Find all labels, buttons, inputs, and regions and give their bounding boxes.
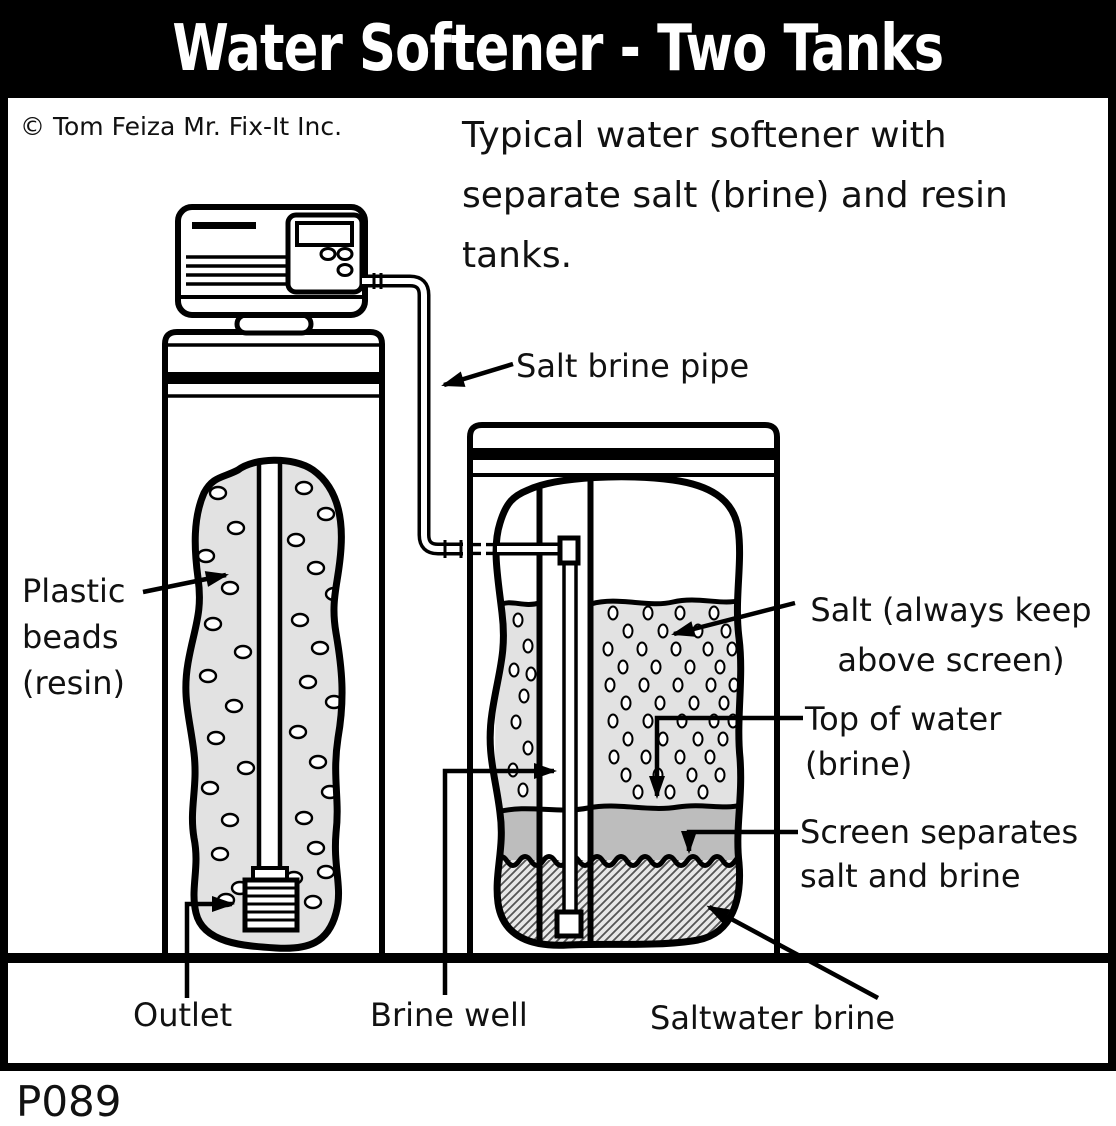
intro-line: tanks. xyxy=(462,235,573,276)
salt-brine-pipe-arrow xyxy=(441,361,514,388)
top-of-water-arrow xyxy=(649,715,803,799)
brine-well-arrow xyxy=(442,763,557,995)
intro-line: Typical water softener with xyxy=(462,115,947,156)
pipe-wall-dashes xyxy=(472,542,495,556)
page-title: Water Softener - Two Tanks xyxy=(172,12,945,86)
control-valve xyxy=(175,204,368,318)
label-top-of-water: Top of water (brine) xyxy=(805,700,1002,783)
pipe-coupling xyxy=(372,273,383,289)
label-salt: Salt (always keep above screen) xyxy=(810,591,1092,679)
label-screen: Screen separates salt and brine xyxy=(800,813,1079,895)
brine-well-wall xyxy=(536,476,594,945)
page-code: P089 xyxy=(16,1077,122,1126)
brine-pickup-tube xyxy=(554,563,584,939)
label-salt-brine-pipe: Salt brine pipe xyxy=(516,347,750,385)
valve-vents xyxy=(186,255,299,286)
outlet-arrow xyxy=(184,896,235,998)
saltwater-brine-region xyxy=(492,860,741,946)
salt-brine-mass xyxy=(486,473,745,949)
resin-bead-mass xyxy=(182,456,346,952)
screen-arrow xyxy=(681,829,798,854)
leader-arrows xyxy=(142,361,880,1000)
valve-button xyxy=(336,263,354,277)
valve-label-bar xyxy=(192,222,256,229)
saltwater-brine-arrow xyxy=(706,905,880,1000)
brine-tank xyxy=(467,422,780,958)
valve-button xyxy=(319,247,337,261)
plastic-beads-arrow xyxy=(142,571,229,595)
salt-arrow xyxy=(671,600,796,637)
copyright-text: © Tom Feiza Mr. Fix-It Inc. xyxy=(20,112,343,141)
ground-line xyxy=(8,953,1108,963)
label-outlet: Outlet xyxy=(133,996,233,1034)
salt-brine-pipe xyxy=(362,273,581,566)
pipe-fitting xyxy=(557,535,581,566)
riser-tube xyxy=(256,460,283,868)
valve-display xyxy=(295,221,354,247)
pipe-coupling xyxy=(443,540,463,558)
intro-line: separate salt (brine) and resin xyxy=(462,175,1008,216)
diagram-canvas: © Tom Feiza Mr. Fix-It Inc. Typical wate… xyxy=(8,98,1108,1063)
title-bar: Water Softener - Two Tanks xyxy=(0,0,1116,98)
water-softener-drawing xyxy=(8,204,1108,1000)
label-plastic-beads: Plastic beads (resin) xyxy=(22,572,126,702)
intro-text: Typical water softener with separate sal… xyxy=(462,106,1008,286)
salt-level-line xyxy=(590,597,741,607)
diagram-frame: Water Softener - Two Tanks xyxy=(0,0,1116,1071)
salt-granules xyxy=(507,605,740,800)
valve-control-panel xyxy=(285,212,365,295)
outlet-strainer xyxy=(242,866,300,933)
pickup-foot xyxy=(554,909,584,939)
label-brine-well: Brine well xyxy=(370,996,528,1034)
label-saltwater-brine: Saltwater brine xyxy=(650,999,896,1037)
valve-button xyxy=(336,247,354,261)
